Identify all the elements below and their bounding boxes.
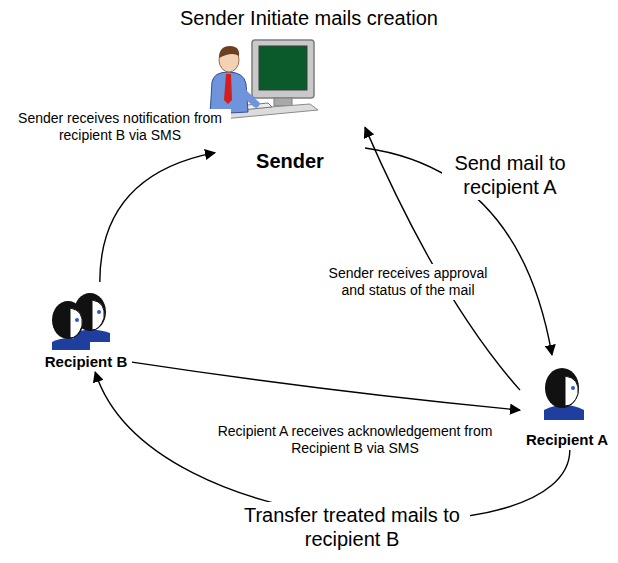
edge-label: Sender receives notification from recipi… [10,109,231,145]
node-label: Sender [256,150,324,173]
collar [52,338,90,350]
flow-arrow [95,372,570,520]
monitor-screen [259,46,307,90]
edge-label: Sender receives approval and status of t… [315,264,501,300]
person-node: Recipient B [40,282,132,372]
node-label: Recipient B [45,353,128,370]
monitor-case [252,40,314,98]
eye [75,318,79,322]
edge-label: Transfer treated mails to recipient B [234,502,470,552]
tie [224,74,232,104]
monitor-stand [274,98,292,106]
face [565,376,578,406]
hair [52,301,84,339]
arm [238,86,256,104]
recipient-a-illustration [544,368,584,420]
hair [545,368,579,408]
recipient-b-illustration [52,293,110,350]
edge-label: Send mail to recipient A [442,150,578,200]
person-node: Recipient A [520,355,614,450]
eye [571,386,575,390]
person-node: Sender [215,35,365,175]
flow-arrow [132,362,520,410]
flow-arrow [100,153,215,282]
edge-label: Recipient A receives acknowledgement fro… [215,422,496,458]
eye [97,310,101,314]
face [70,308,82,338]
diagram-title: Sender Initiate mails creation [180,6,438,30]
node-label: Recipient A [526,431,608,448]
sender-illustration [205,40,318,120]
face [92,300,104,330]
hair [219,46,239,58]
